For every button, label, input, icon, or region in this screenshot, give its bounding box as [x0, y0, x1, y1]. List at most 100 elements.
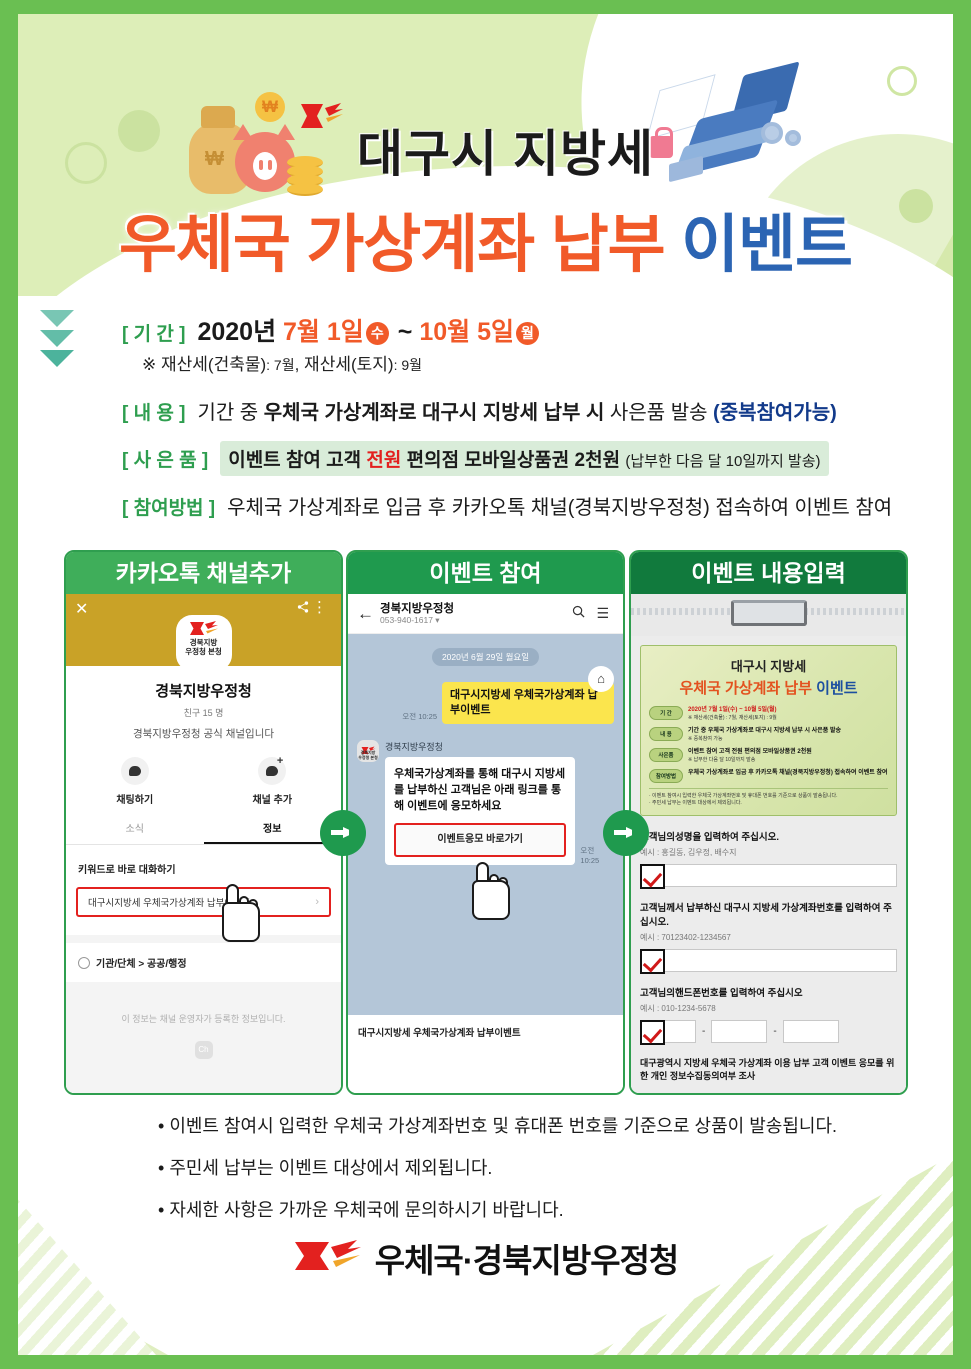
- period-tilde: ~: [397, 318, 413, 346]
- info-row-content: [ 내 용 ] 기간 중 우체국 가상계좌로 대구시 지방세 납부 시 사은품 …: [122, 396, 837, 425]
- piggy-nostril-left: [259, 160, 263, 170]
- search-icon[interactable]: [572, 605, 585, 621]
- channel-description: 경북지방우정청 공식 채널입니다: [132, 728, 275, 740]
- phone-input-group: - -: [640, 1020, 897, 1045]
- gear-icon-1: [761, 122, 783, 144]
- mini-row-main: 2020년 7월 1일(수) ~ 10월 5일(월): [688, 707, 777, 713]
- mini-footnote-1: · 이벤트 참여시 입력한 우체국 가상계좌번호 및 휴대폰 번호를 기준으로 …: [649, 793, 838, 799]
- form-question-name: 고객님의성명을 입력하여 주십시오. 예시 : 홍길동, 김우정, 배수지: [640, 829, 897, 889]
- phone-part-1[interactable]: [640, 1020, 696, 1045]
- close-icon[interactable]: ✕: [75, 601, 89, 618]
- add-channel-label: 채널 추가: [252, 795, 293, 806]
- chat-action-button[interactable]: 채팅하기: [66, 757, 204, 806]
- chat-phone-number[interactable]: 053-940-1617 ▾: [380, 615, 440, 625]
- gift-red: 전원: [366, 450, 402, 471]
- money-illustration: ₩ ₩: [183, 92, 343, 207]
- label-content: [ 내 용 ]: [122, 403, 186, 424]
- gift-value: 이벤트 참여 고객 전원 편의점 모바일상품권 2천원 (납부한 다음 달 10…: [220, 441, 829, 476]
- mini-row-tag: 내 용: [649, 727, 683, 741]
- mini-row-main: 이벤트 참여 고객 전원 편의점 모바일상품권 2천원: [688, 749, 812, 755]
- phone-separator: -: [702, 1026, 706, 1037]
- clipboard-clamp-icon: [730, 600, 807, 626]
- phone-part-2[interactable]: [711, 1020, 768, 1043]
- question-label: 고객님께서 납부하신 대구시 지방세 가상계좌번호를 입력하여 주십시오.: [640, 903, 892, 928]
- mini-row: 사은품 이벤트 참여 고객 전원 편의점 모바일상품권 2천원 ※ 납부한 다음…: [649, 748, 888, 764]
- mini-row: 기 간 2020년 7월 1일(수) ~ 10월 5일(월) ※ 재산세(건축물…: [649, 706, 888, 722]
- tab-news[interactable]: 소식: [125, 824, 144, 835]
- question-example: 예시 : 홍길동, 김우정, 배수지: [640, 848, 737, 857]
- share-icon[interactable]: [297, 601, 309, 616]
- gift-pre: 이벤트 참여 고객: [228, 450, 367, 471]
- panel1-header: 카카오톡 채널추가: [66, 552, 341, 594]
- note-text: 주민세 납부는 이벤트 대상에서 제외됩니다.: [169, 1158, 493, 1178]
- mini-row-text: 이벤트 참여 고객 전원 편의점 모바일상품권 2천원 ※ 납부한 다음 달 1…: [688, 748, 812, 764]
- add-channel-button[interactable]: 채널 추가: [204, 755, 342, 806]
- hamburger-menu-icon[interactable]: ☰: [596, 605, 609, 621]
- list-item: • 주민세 납부는 이벤트 대상에서 제외됩니다.: [158, 1158, 493, 1178]
- mini-poster-title2-event: 이벤트: [816, 680, 858, 697]
- back-arrow-icon[interactable]: ←: [357, 604, 374, 623]
- mini-row-sub: ※ 납부한 다음 달 10일까지 발송: [688, 757, 756, 763]
- footer: 우체국·경북지방우정청: [18, 1234, 953, 1282]
- privacy-consent-note: 대구광역시 지방세 우체국 가상계좌 이용 납부 고객 이벤트 응모를 위한 개…: [640, 1058, 895, 1081]
- panel1-footer: 이 정보는 채널 운영자가 등록한 정보입니다. Ch: [66, 982, 341, 1093]
- phone-part-3[interactable]: [782, 1020, 839, 1043]
- period-note-text2: , 재산세(토지): [294, 355, 394, 374]
- mini-row-tag: 참여방법: [649, 769, 683, 783]
- panel2-caption: 대구시지방세 우체국가상계좌 납부이벤트: [348, 1015, 623, 1049]
- home-icon[interactable]: ⌂: [588, 666, 614, 692]
- panel2-body: ← 경북지방우정청 053-940-1617 ▾ ☰ 2020년 6월 29일 …: [348, 594, 623, 1093]
- checkmark-icon: [640, 864, 665, 889]
- list-item: • 이벤트 참여시 입력한 우체국 가상계좌번호 및 휴대폰 번호를 기준으로 …: [158, 1116, 838, 1136]
- list-item: • 자세한 사항은 가까운 우체국에 문의하시기 바랍니다.: [158, 1200, 564, 1220]
- title-main-text: 우체국 가상계좌 납부: [118, 210, 666, 280]
- chevron-right-icon: ›: [315, 896, 319, 908]
- content-navy: (중복참여가능): [713, 402, 837, 424]
- post-logo-icon: [189, 620, 219, 637]
- avatar-line1: 경북지방: [189, 638, 218, 647]
- checkmark-icon: [640, 1020, 665, 1045]
- info-icon: [78, 956, 90, 969]
- step-arrow-2-icon: [603, 810, 649, 856]
- question-label: 고객님의핸드폰번호를 입력하여 주십시오: [640, 988, 803, 999]
- chat-date-divider: 2020년 6월 29일 월요일: [431, 648, 540, 666]
- chevron-arrows-icon: [40, 310, 74, 370]
- name-input[interactable]: [640, 864, 897, 889]
- mini-row-main: 우체국 가상계좌로 입금 후 카카오톡 채널(경북지방우정청) 접속하여 이벤트…: [688, 770, 888, 776]
- period-end-day-badge: 월: [515, 322, 539, 345]
- coin-stack-icon: [287, 156, 323, 196]
- account-number-input[interactable]: [640, 949, 897, 974]
- period-note-text: 재산세(건축물): [160, 355, 267, 374]
- content-value: 기간 중 우체국 가상계좌로 대구시 지방세 납부 시 사은품 발송 (중복참여…: [197, 396, 836, 425]
- notes-list: • 이벤트 참여시 입력한 우체국 가상계좌번호 및 휴대폰 번호를 기준으로 …: [18, 1112, 953, 1238]
- info-row-how: [ 참여방법 ] 우체국 가상계좌로 입금 후 카카오톡 채널(경북지방우정청)…: [122, 491, 892, 520]
- period-note-mark: ※: [142, 355, 157, 374]
- incoming-message-time: 오전 10:25: [580, 846, 600, 865]
- mini-poster-title1: 대구시 지방세: [730, 659, 807, 674]
- more-options-icon[interactable]: ⋮: [312, 599, 327, 616]
- step-panels: 카카오톡 채널추가 ✕ ⋮: [18, 550, 953, 1102]
- decorative-dot-ring-right: [887, 66, 917, 96]
- note-text: 이벤트 참여시 입력한 우체국 가상계좌번호 및 휴대폰 번호를 기준으로 상품…: [169, 1116, 838, 1136]
- question-example: 예시 : 70123402-1234567: [640, 933, 731, 942]
- period-note-value: : 7월: [266, 357, 295, 373]
- question-label: 고객님의성명을 입력하여 주십시오.: [640, 832, 780, 843]
- decorative-dot-ring: [65, 142, 107, 184]
- mini-poster-rows: 기 간 2020년 7월 1일(수) ~ 10월 5일(월) ※ 재산세(건축물…: [649, 706, 888, 783]
- chat-bubble-icon: [120, 757, 149, 785]
- tab-info[interactable]: 정보: [203, 820, 341, 844]
- keyword-item-highlighted[interactable]: 대구시지방세 우체국가상계좌 납부이벤트 ›: [76, 887, 331, 917]
- decorative-dot-filled: [118, 110, 160, 152]
- keyword-section-title: 키워드로 바로 대화하기: [78, 865, 176, 876]
- period-year: 2020년: [197, 318, 277, 346]
- content-pre: 기간 중: [197, 402, 264, 424]
- event-entry-link-button[interactable]: 이벤트응모 바로가기: [394, 823, 567, 857]
- channel-tabs: 소식 정보: [66, 820, 341, 845]
- checkmark-icon: [640, 949, 665, 974]
- panel-event-form-input: 이벤트 내용입력 대구시 지방세 우체국 가상계좌 납부 이벤트: [629, 550, 908, 1095]
- chat-header-bar: ← 경북지방우정청 053-940-1617 ▾ ☰: [348, 594, 623, 634]
- hand-cursor-icon: [466, 862, 514, 922]
- piggy-snout: [253, 152, 277, 180]
